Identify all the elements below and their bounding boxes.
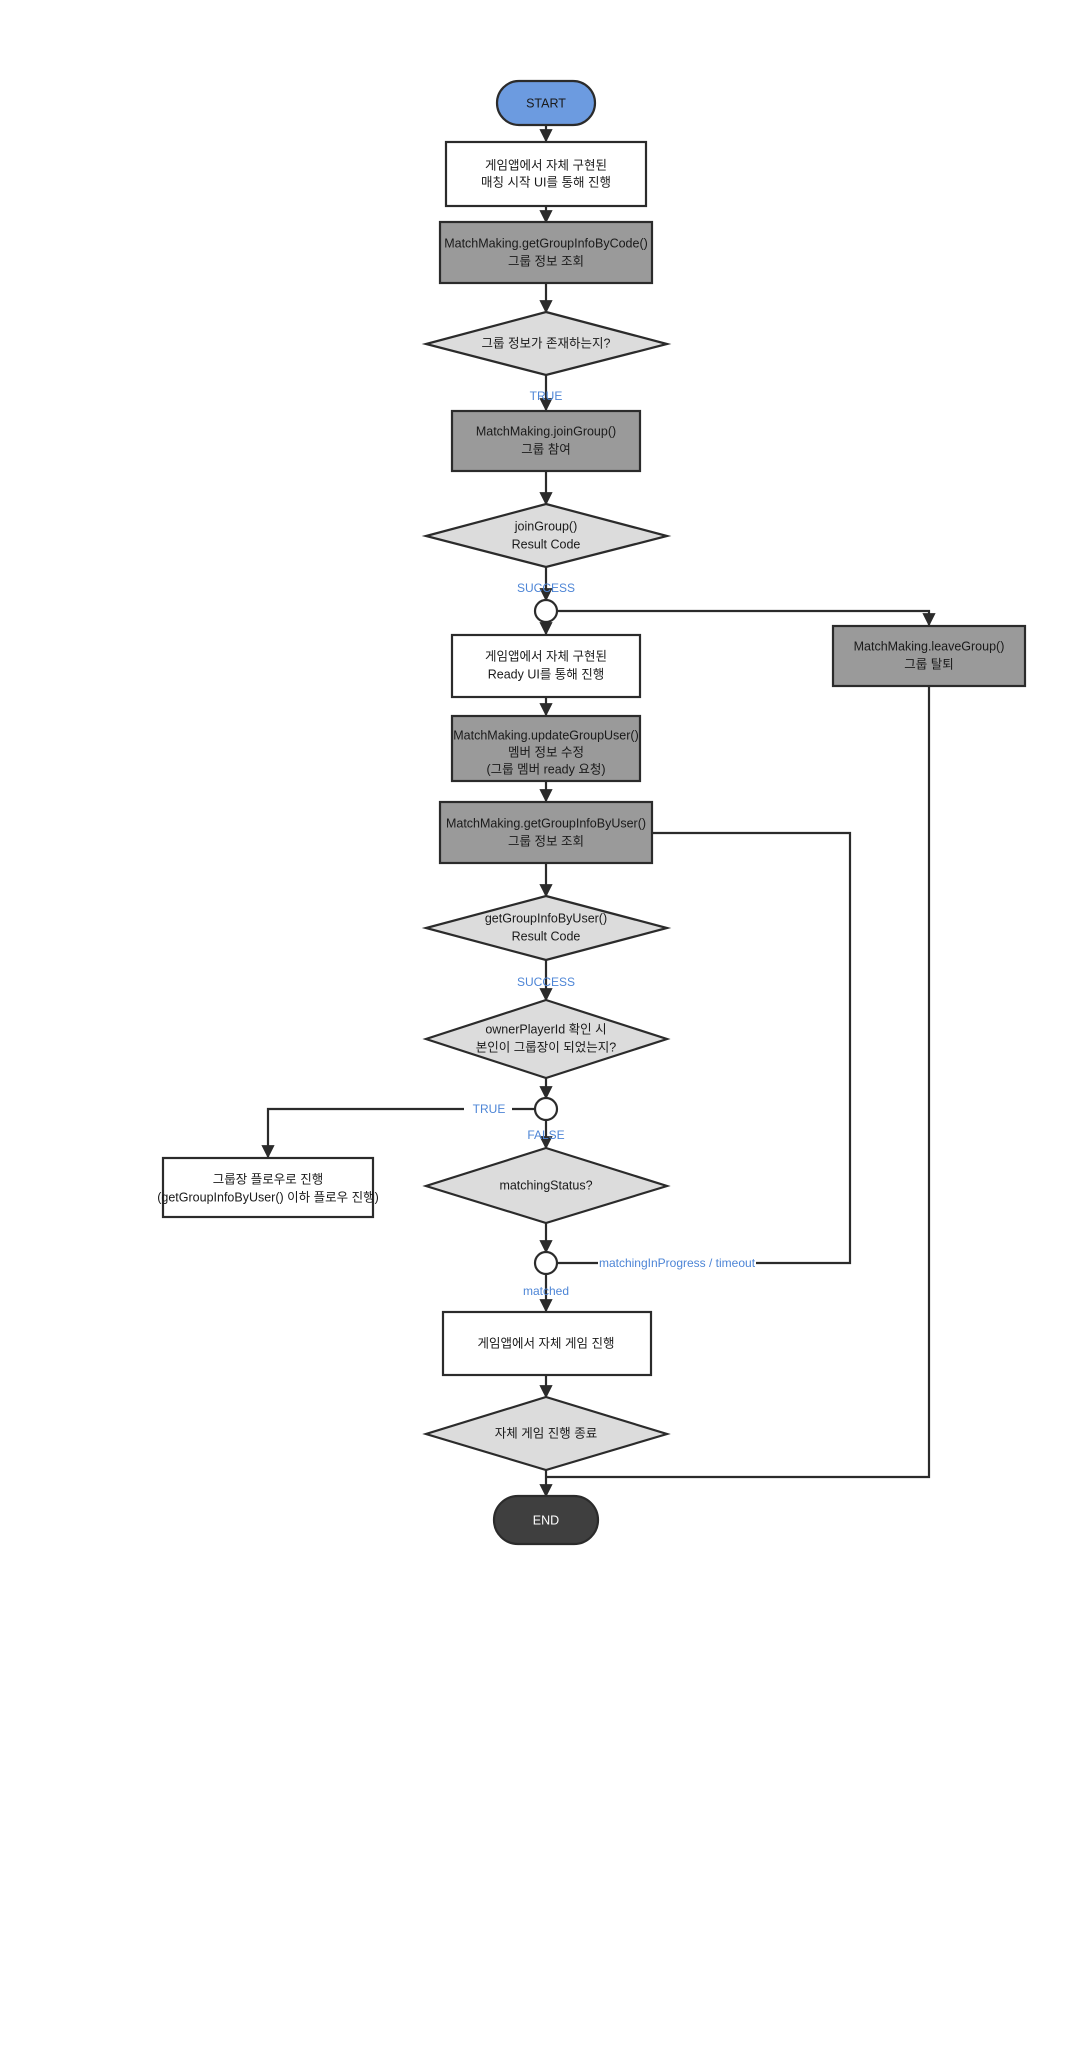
node-join-result-line2: Result Code bbox=[512, 537, 581, 551]
node-update-group-user-line3: (그룹 멤버 ready 요청) bbox=[486, 762, 605, 776]
node-owner-flow-line1: 그룹장 플로우로 진행 bbox=[213, 1171, 323, 1186]
junction-node-after-join[interactable] bbox=[533, 598, 559, 624]
node-own-game[interactable]: 게임앱에서 자체 게임 진행 bbox=[441, 1310, 653, 1377]
edge-label-user-success: SUCCESS bbox=[517, 975, 575, 989]
node-owner-check-line1: ownerPlayerId 확인 시 bbox=[485, 1022, 606, 1036]
node-end[interactable]: END bbox=[492, 1494, 600, 1546]
node-get-group-info-by-code-line2: 그룹 정보 조회 bbox=[508, 254, 584, 268]
node-join-result-decision[interactable]: joinGroup() Result Code bbox=[421, 502, 672, 569]
node-group-exists-decision[interactable]: 그룹 정보가 존재하는지? bbox=[421, 310, 672, 377]
edge-label-owner-true: TRUE bbox=[473, 1102, 506, 1116]
node-user-result-decision[interactable]: getGroupInfoByUser() Result Code bbox=[421, 894, 672, 962]
node-match-start-ui-line2: 매칭 시작 UI를 통해 진행 bbox=[481, 174, 611, 189]
node-start-label: START bbox=[526, 96, 566, 110]
junction-node-owner-branch[interactable] bbox=[533, 1096, 559, 1122]
node-join-result-line1: joinGroup() bbox=[514, 519, 578, 533]
node-matching-status-decision[interactable]: matchingStatus? bbox=[422, 1146, 671, 1225]
node-owner-check-decision[interactable]: ownerPlayerId 확인 시 본인이 그룹장이 되었는지? bbox=[422, 998, 671, 1080]
node-get-group-info-by-user-line2: 그룹 정보 조회 bbox=[508, 834, 584, 848]
node-matching-status-label: matchingStatus? bbox=[499, 1178, 592, 1192]
node-join-group-line1: MatchMaking.joinGroup() bbox=[476, 424, 616, 438]
node-start[interactable]: START bbox=[495, 79, 597, 127]
node-leave-group-line2: 그룹 탈퇴 bbox=[904, 657, 953, 671]
node-join-group-line2: 그룹 참여 bbox=[521, 442, 570, 456]
edge-label-owner-true-bg bbox=[464, 1100, 512, 1118]
node-group-exists-label: 그룹 정보가 존재하는지? bbox=[482, 336, 611, 350]
junction-node-matching-branch[interactable] bbox=[533, 1250, 559, 1276]
node-leave-group[interactable]: MatchMaking.leaveGroup() 그룹 탈퇴 bbox=[831, 624, 1027, 688]
node-get-group-info-by-code-line1: MatchMaking.getGroupInfoByCode() bbox=[444, 236, 648, 250]
node-get-group-info-by-code[interactable]: MatchMaking.getGroupInfoByCode() 그룹 정보 조… bbox=[438, 220, 654, 285]
node-user-result-line1: getGroupInfoByUser() bbox=[485, 911, 607, 925]
edge-label-owner-false: FALSE bbox=[527, 1128, 564, 1142]
node-ready-ui-line2: Ready UI를 통해 진행 bbox=[488, 666, 605, 681]
node-get-group-info-by-user[interactable]: MatchMaking.getGroupInfoByUser() 그룹 정보 조… bbox=[438, 800, 654, 865]
node-owner-flow[interactable]: 그룹장 플로우로 진행 (getGroupInfoByUser() 이하 플로우… bbox=[157, 1156, 379, 1219]
node-join-group[interactable]: MatchMaking.joinGroup() 그룹 참여 bbox=[450, 409, 642, 473]
node-owner-flow-line2: (getGroupInfoByUser() 이하 플로우 진행) bbox=[157, 1189, 379, 1204]
node-game-done-label: 자체 게임 진행 종료 bbox=[495, 1425, 597, 1440]
node-update-group-user-line1: MatchMaking.updateGroupUser() bbox=[453, 728, 639, 742]
edge-label-group-exists-true: TRUE bbox=[530, 389, 563, 403]
edge-junction2-to-ownerflow bbox=[261, 1107, 534, 1159]
edge-label-join-success: SUCCESS bbox=[517, 581, 575, 595]
node-ready-ui-line1: 게임앱에서 자체 구현된 bbox=[485, 649, 607, 663]
node-game-done-decision[interactable]: 자체 게임 진행 종료 bbox=[422, 1395, 671, 1472]
edge-label-matching-inprogress-bg bbox=[598, 1254, 756, 1272]
node-owner-check-line2: 본인이 그룹장이 되었는지? bbox=[476, 1040, 616, 1054]
node-own-game-label: 게임앱에서 자체 게임 진행 bbox=[478, 1335, 615, 1350]
node-end-label: END bbox=[533, 1513, 559, 1527]
node-update-group-user[interactable]: MatchMaking.updateGroupUser() 멤버 정보 수정 (… bbox=[450, 714, 642, 783]
edge-leavegroup-to-end bbox=[546, 686, 931, 1479]
edge-label-matched: matched bbox=[523, 1284, 569, 1298]
node-leave-group-line1: MatchMaking.leaveGroup() bbox=[854, 639, 1005, 653]
node-match-start-ui[interactable]: 게임앱에서 자체 구현된 매칭 시작 UI를 통해 진행 bbox=[444, 140, 648, 208]
node-match-start-ui-line1: 게임앱에서 자체 구현된 bbox=[485, 158, 607, 172]
node-update-group-user-line2: 멤버 정보 수정 bbox=[508, 745, 584, 759]
node-user-result-line2: Result Code bbox=[512, 929, 581, 943]
edge-junction1-to-leavegroup bbox=[558, 609, 936, 627]
node-ready-ui[interactable]: 게임앱에서 자체 구현된 Ready UI를 통해 진행 bbox=[450, 633, 642, 699]
edge-label-matching-inprogress: matchingInProgress / timeout bbox=[599, 1256, 756, 1270]
node-get-group-info-by-user-line1: MatchMaking.getGroupInfoByUser() bbox=[446, 816, 646, 830]
